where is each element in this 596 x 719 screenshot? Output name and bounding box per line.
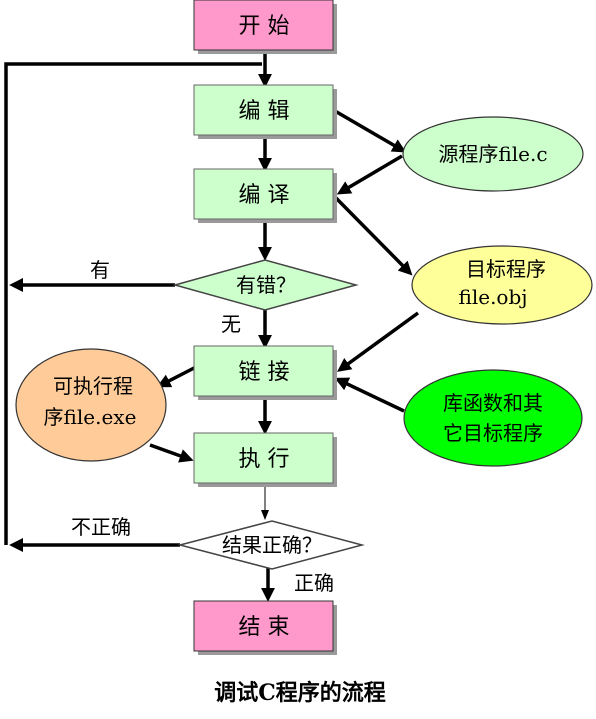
start-node: 开 始: [193, 0, 337, 54]
edge-label-correct: 正确: [294, 571, 334, 595]
edge-label-yes: 有: [90, 258, 110, 282]
arrow-link-exe: [156, 365, 197, 388]
has-error-label: 有错？: [236, 273, 296, 297]
arrow-source-compile: [336, 154, 403, 195]
feedback-rail: [4, 62, 262, 545]
end-node: 结 束: [193, 600, 337, 655]
edge-label-incorrect: 不正确: [71, 515, 131, 539]
source-file-label: 源程序file.c: [438, 142, 547, 166]
library-label-1: 库函数和其: [443, 391, 543, 415]
execute-label: 执 行: [239, 447, 290, 472]
result-decision: 结果正确？: [177, 520, 365, 570]
arrow-object-link: [337, 311, 420, 372]
exe-file-label-1: 可执行程: [53, 374, 133, 398]
object-file-label-1: 目标程序: [466, 257, 546, 281]
edge-label-no: 无: [221, 312, 241, 336]
arrow-compile-object: [333, 195, 413, 276]
compile-node: 编 译: [193, 168, 337, 223]
diagram-title: 调试C程序的流程: [214, 680, 386, 706]
library-label-2: 它目标程序: [443, 421, 543, 445]
exe-file-label-2: 序file.exe: [44, 405, 137, 429]
start-label: 开 始: [239, 14, 290, 39]
link-label: 链 接: [239, 360, 290, 385]
exe-file-ellipse: 可执行程 序file.exe: [15, 348, 167, 462]
end-label: 结 束: [239, 615, 290, 640]
object-file-label-2: file.obj: [459, 285, 528, 309]
result-label: 结果正确？: [222, 533, 322, 557]
edit-label: 编 辑: [239, 99, 290, 124]
object-file-ellipse: 目标程序 file.obj: [411, 245, 593, 325]
arrow-exe-execute: [149, 443, 194, 463]
source-file-ellipse: 源程序file.c: [402, 116, 584, 192]
arrow-library-link: [334, 377, 405, 413]
has-error-decision: 有错？: [172, 259, 359, 311]
execute-node: 执 行: [193, 432, 337, 487]
library-ellipse: 库函数和其 它目标程序: [403, 369, 583, 467]
arrow-edit-source: [334, 109, 407, 153]
compile-label: 编 译: [239, 183, 290, 208]
link-node: 链 接: [193, 345, 337, 400]
edit-node: 编 辑: [193, 84, 337, 139]
